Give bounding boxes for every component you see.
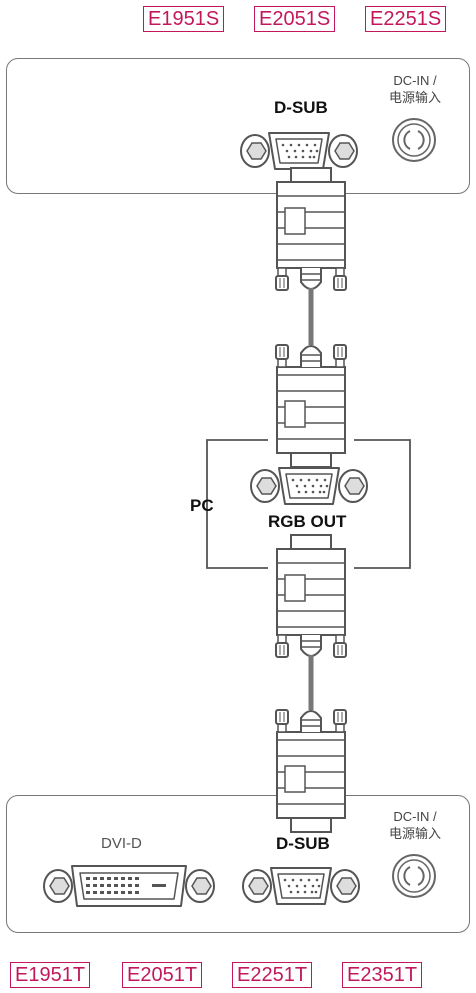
- model-badge-e2051s: E2051S: [254, 6, 336, 32]
- bottom-power-label-line1: DC-IN /: [393, 809, 437, 824]
- model-badge-e2351t: E2351T: [342, 962, 423, 988]
- top-power-label: DC-IN / 电源输入: [385, 72, 445, 106]
- top-power-jack: [392, 118, 436, 162]
- top-power-label-line1: DC-IN /: [393, 73, 437, 88]
- monitor-rear-panel-bottom: [6, 795, 470, 933]
- bottom-power-jack: [392, 854, 436, 898]
- model-badge-e1951t: E1951T: [10, 962, 91, 988]
- bottom-vga-plug: [275, 709, 347, 833]
- bottom-power-label-line2: 电源输入: [388, 826, 441, 841]
- pc-box-left: [206, 439, 268, 569]
- dvi-d-port: [43, 865, 215, 907]
- dvi-d-label: DVI-D: [101, 835, 142, 852]
- top-dsub-label: D-SUB: [274, 98, 328, 117]
- pc-vga-plug-upper: [275, 344, 347, 468]
- bottom-dsub-label: D-SUB: [276, 834, 330, 853]
- pc-vga-plug-lower: [275, 534, 347, 658]
- bottom-power-label: DC-IN / 电源输入: [385, 808, 445, 842]
- bottom-dsub-port: [242, 867, 360, 905]
- top-vga-plug: [275, 167, 347, 291]
- top-dsub-port: [240, 132, 358, 170]
- model-badge-e2051t: E2051T: [122, 962, 203, 988]
- model-badge-e1951s: E1951S: [143, 6, 225, 32]
- top-power-label-line2: 电源输入: [388, 90, 441, 105]
- model-badge-e2251s: E2251S: [365, 6, 447, 32]
- pc-label: PC: [190, 496, 214, 515]
- pc-box-right: [354, 439, 411, 569]
- pc-rgb-out-port: [250, 467, 368, 505]
- monitor-rear-panel-top: [6, 58, 470, 194]
- rgb-out-label: RGB OUT: [268, 512, 347, 531]
- model-badge-e2251t: E2251T: [232, 962, 313, 988]
